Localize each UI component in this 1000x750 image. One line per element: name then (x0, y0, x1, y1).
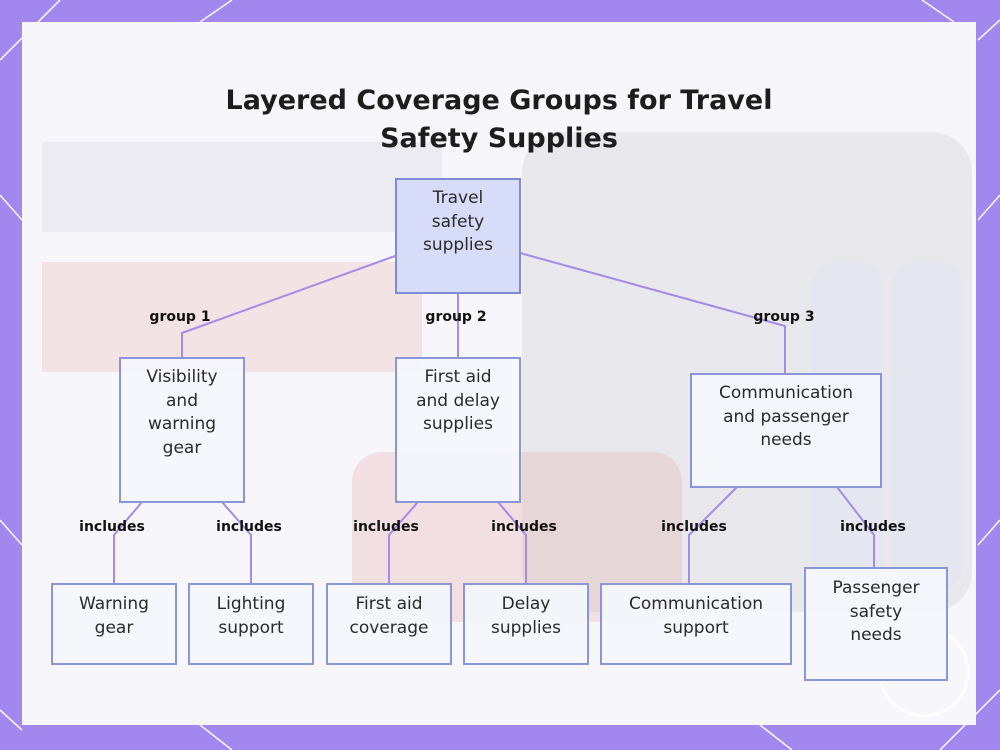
edge-root-g3 (520, 253, 785, 373)
node-travel-safety-supplies: Travel safety supplies (395, 178, 521, 294)
edge-label-includes: includes (840, 519, 906, 535)
edge-label-group-3: group 3 (753, 309, 814, 325)
node-lighting-support: Lighting support (188, 583, 314, 665)
node-first-aid-delay-supplies: First aid and delay supplies (395, 357, 521, 503)
edge-label-includes: includes (216, 519, 282, 535)
edge-label-includes: includes (79, 519, 145, 535)
edge-root-g1 (182, 256, 395, 357)
edge-g3-l5 (689, 487, 737, 583)
edge-g2-l4 (498, 502, 526, 583)
edge-g1-l1 (114, 502, 142, 583)
edge-label-includes: includes (491, 519, 557, 535)
edge-label-group-2: group 2 (425, 309, 486, 325)
node-communication-support: Communication support (600, 583, 792, 665)
node-visibility-warning-gear: Visibility and warning gear (119, 357, 245, 503)
node-first-aid-coverage: First aid coverage (326, 583, 452, 665)
node-communication-passenger-needs: Communication and passenger needs (690, 373, 882, 488)
node-warning-gear: Warning gear (51, 583, 177, 665)
edge-label-includes: includes (661, 519, 727, 535)
node-delay-supplies: Delay supplies (463, 583, 589, 665)
diagram-panel: Layered Coverage Groups for Travel Safet… (22, 22, 976, 725)
node-passenger-safety-needs: Passenger safety needs (804, 567, 948, 681)
edge-label-group-1: group 1 (149, 309, 210, 325)
edge-g1-l2 (222, 502, 251, 583)
edge-g2-l3 (389, 502, 418, 583)
edge-label-includes: includes (353, 519, 419, 535)
